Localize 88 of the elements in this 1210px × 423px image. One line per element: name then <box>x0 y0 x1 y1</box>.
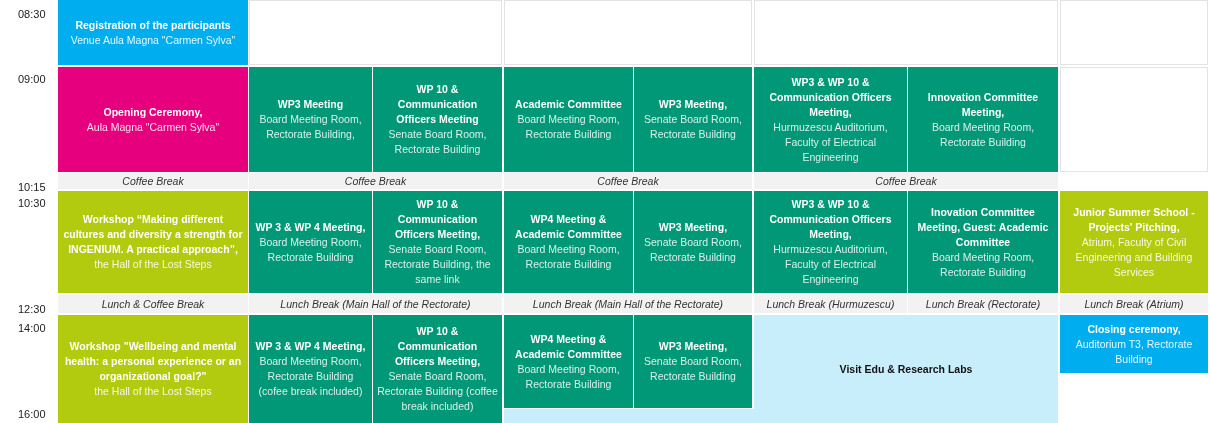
session-location: Senate Board Room, Rectorate Building <box>387 127 488 157</box>
session-title: WP3 & WP 10 & Communication Officers Meeting, <box>768 74 893 120</box>
session-title: Opening Ceremony, <box>103 104 203 120</box>
session-location: Hurmuzescu Auditorium, Faculty of Electrical Engineering <box>772 242 889 287</box>
session-location: Board Meeting Room, Rectorate Building <box>930 119 1036 150</box>
session-location: Aula Magna "Carmen Sylva" <box>86 119 220 135</box>
meeting-block <box>373 67 502 172</box>
break-label: Coffee Break <box>122 174 184 188</box>
meeting-block <box>634 315 752 408</box>
session-title: Closing ceremony, <box>1087 321 1181 337</box>
session-location: Board Meeting Room, Rectorate Building <box>930 249 1036 280</box>
time-label: 08:30 <box>18 8 46 21</box>
session-title: WP3 Meeting <box>277 97 344 112</box>
break-label: Coffee Break <box>344 174 407 188</box>
break-label: Lunch Break (Rectorate) <box>925 297 1041 311</box>
break-band <box>754 173 1058 189</box>
session-block <box>58 67 248 172</box>
session-title: WP3 Meeting, <box>658 339 728 354</box>
session-block <box>1060 315 1208 373</box>
session-location: Board Meeting Room, Rectorate Building <box>516 361 621 392</box>
meeting-block <box>504 67 633 172</box>
meeting-block <box>504 315 633 408</box>
session-location: Board Meeting Room, Rectorate Building <box>258 234 363 265</box>
time-label: 12:30 <box>18 303 46 316</box>
break-label: Coffee Break <box>875 174 937 188</box>
break-label: Lunch Break (Atrium) <box>1084 297 1184 311</box>
meeting-block <box>908 67 1058 172</box>
session-title: WP 3 & WP 4 Meeting, <box>255 219 366 235</box>
workshop-block <box>1060 191 1208 293</box>
break-label: Lunch Break (Hurmuzescu) <box>766 297 895 311</box>
session-title: WP4 Meeting & Academic Committee <box>514 212 623 242</box>
break-band <box>58 173 248 189</box>
session-location: Board Meeting Room, Rectorate Building <box>516 242 621 272</box>
time-label: 09:00 <box>18 73 46 86</box>
session-title: Workshop "Wellbeing and mental health: a personal experience or an organizational goal?" <box>63 339 243 384</box>
session-title: Innovation Committee Meeting, <box>926 89 1040 120</box>
meeting-block <box>504 191 633 293</box>
visit-block <box>754 315 1058 423</box>
session-title: Visit Edu & Research Labs <box>839 361 973 377</box>
session-title: WP 10 & Communication Officers Meeting, <box>393 197 482 242</box>
time-label: 10:30 <box>18 197 46 210</box>
session-location: Atrium, Faculty of Civil Engineering and Building Services <box>1074 234 1194 280</box>
meeting-block <box>249 191 372 293</box>
session-title: Academic Committee <box>515 97 622 112</box>
session-title: WP 10 & Communication Officers Meeting <box>395 82 480 127</box>
session-title: Junior Summer School - Projects' Pitching, <box>1072 204 1196 235</box>
meeting-block <box>249 315 372 423</box>
session-title: WP3 Meeting, <box>658 219 728 235</box>
break-label: Lunch Break (Main Hall of the Rectorate) <box>532 297 724 311</box>
meeting-block <box>908 191 1058 293</box>
session-location: Senate Board Room, Rectorate Building <box>642 234 744 265</box>
session-location: Auditorium T3, Rectorate Building <box>1074 336 1194 367</box>
meeting-block <box>634 67 752 172</box>
meeting-block <box>373 191 502 293</box>
break-label: Coffee Break <box>597 174 659 188</box>
session-title: WP 10 & Communication Officers Meeting, <box>393 324 482 369</box>
break-label: Lunch & Coffee Break <box>101 297 205 311</box>
session-location: Venue Aula Magna "Carmen Sylva" <box>70 32 236 48</box>
session-location: Board Meeting Room, Rectorate Building, <box>258 112 363 142</box>
session-location: Board Meeting Room, Rectorate Building (cofee break included) <box>257 354 364 399</box>
session-location: Senate Board Room, Rectorate Building (coffee break included) <box>377 369 498 414</box>
session-location: the Hall of the Lost Steps <box>94 257 212 272</box>
session-location: Board Meeting Room, Rectorate Building <box>516 112 621 142</box>
time-label: 10:15 <box>18 181 46 194</box>
break-band <box>249 173 502 189</box>
session-location: Senate Board Room, Rectorate Building <box>642 354 744 384</box>
workshop-block <box>58 191 248 293</box>
session-title: WP3 & WP 10 & Communication Officers Meeting, <box>768 197 893 242</box>
break-label: Lunch Break (Main Hall of the Rectorate) <box>280 297 471 311</box>
workshop-block <box>58 315 248 423</box>
session-location: Hurmuzescu Auditorium, Faculty of Electrical Engineering <box>772 119 889 165</box>
session-title: WP4 Meeting & Academic Committee <box>514 331 623 362</box>
session-title: WP3 Meeting, <box>658 97 728 112</box>
session-title: WP 3 & WP 4 Meeting, <box>255 339 366 354</box>
session-location: the Hall of the Lost Steps <box>94 384 212 399</box>
meeting-block <box>754 67 907 172</box>
break-band <box>504 173 752 189</box>
meeting-block <box>249 67 372 172</box>
time-label: 14:00 <box>18 322 46 335</box>
time-label: 16:00 <box>18 408 46 421</box>
meeting-block <box>634 191 752 293</box>
meeting-block <box>373 315 502 423</box>
session-location: Senate Board Room, Rectorate Building <box>642 112 744 142</box>
session-title: Registration of the participants <box>75 17 231 33</box>
session-location: Senate Board Room, Rectorate Building, the same link <box>383 242 492 287</box>
session-title: Inovation Committee Meeting, Guest: Academic Committee <box>916 204 1050 250</box>
session-block <box>58 0 248 65</box>
meeting-block <box>754 191 907 293</box>
